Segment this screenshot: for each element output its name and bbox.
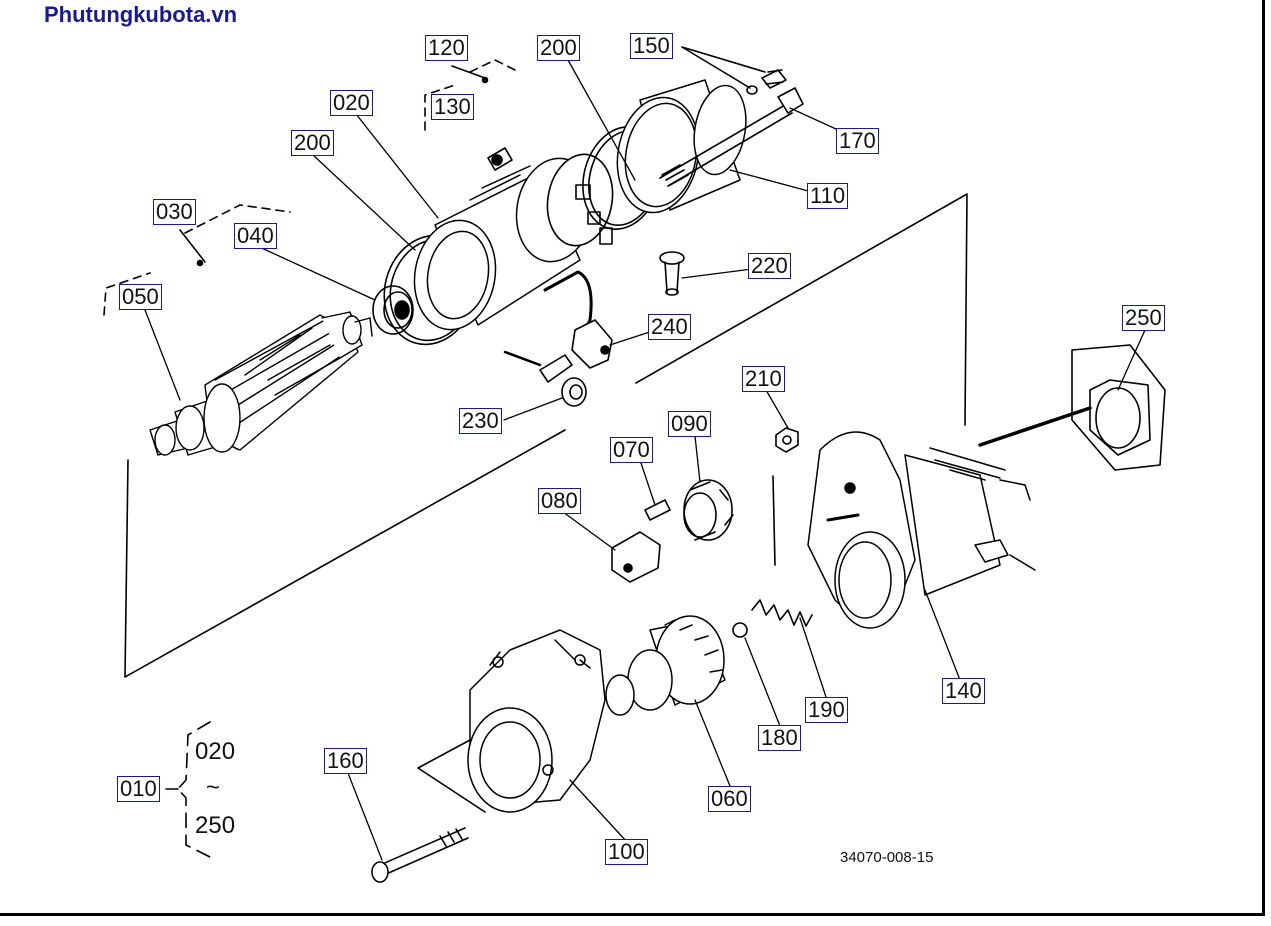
brush-holder: [546, 153, 614, 247]
part-label-080[interactable]: 080: [538, 488, 581, 514]
nut-210: [775, 427, 799, 453]
part-label-020[interactable]: 020: [330, 90, 373, 116]
drive-housing-100: [467, 629, 606, 813]
part-label-210[interactable]: 210: [742, 366, 785, 392]
part-label-190[interactable]: 190: [805, 697, 848, 723]
bolt-160: [371, 827, 469, 883]
guide-line-left: [124, 429, 566, 678]
part-label-200-top[interactable]: 200: [537, 35, 580, 61]
terminal-240: [503, 319, 613, 383]
retainer-080: [611, 531, 661, 583]
armature: [149, 311, 373, 456]
part-label-090[interactable]: 090: [668, 411, 711, 437]
part-label-140[interactable]: 140: [942, 678, 985, 704]
gear-090: [683, 479, 734, 541]
part-label-010[interactable]: 010: [117, 776, 160, 802]
part-label-250[interactable]: 250: [1122, 305, 1165, 331]
guide-line-housing: [417, 739, 486, 813]
part-label-240[interactable]: 240: [648, 314, 691, 340]
boot-250: [978, 344, 1166, 471]
spring-190: [751, 599, 813, 627]
leader-lines: [144, 59, 1146, 861]
part-label-160[interactable]: 160: [324, 748, 367, 774]
pin-070: [644, 499, 671, 521]
part-label-040[interactable]: 040: [234, 223, 277, 249]
brush-spring-130: [487, 147, 513, 171]
through-bolt-170: [659, 87, 804, 187]
bearing-040: [372, 285, 414, 335]
part-label-200-left[interactable]: 200: [291, 130, 334, 156]
screw-220: [659, 251, 685, 296]
rear-cover-110: [616, 79, 747, 214]
part-label-180[interactable]: 180: [758, 725, 801, 751]
part-label-060[interactable]: 060: [708, 786, 751, 812]
part-label-230[interactable]: 230: [459, 408, 502, 434]
part-label-170[interactable]: 170: [836, 128, 879, 154]
part-label-070[interactable]: 070: [610, 437, 653, 463]
site-title[interactable]: Phutungkubota.vn: [44, 2, 238, 27]
bracket-030: [103, 204, 291, 316]
guide-line-right: [635, 193, 968, 426]
bracket-120: [424, 59, 516, 131]
part-label-220[interactable]: 220: [748, 253, 791, 279]
range-bracket: [177, 721, 211, 858]
part-label-110[interactable]: 110: [807, 183, 849, 209]
guide-line-mid: [772, 475, 776, 566]
part-label-130[interactable]: 130: [431, 94, 474, 120]
bushing-230: [561, 377, 587, 407]
range-separator: ~: [206, 774, 221, 801]
drawing-code: 34070-008-15: [840, 849, 934, 866]
part-label-150[interactable]: 150: [630, 33, 673, 59]
pinion-060: [605, 615, 726, 716]
screw-150: [746, 69, 787, 95]
part-label-120[interactable]: 120: [425, 35, 468, 61]
part-label-100[interactable]: 100: [605, 839, 648, 865]
part-label-050[interactable]: 050: [119, 284, 162, 310]
range-from: 020: [195, 738, 236, 765]
housing-140: [807, 431, 1036, 629]
ball-180: [732, 622, 748, 638]
part-label-030[interactable]: 030: [153, 199, 196, 225]
range-to: 250: [195, 812, 236, 839]
